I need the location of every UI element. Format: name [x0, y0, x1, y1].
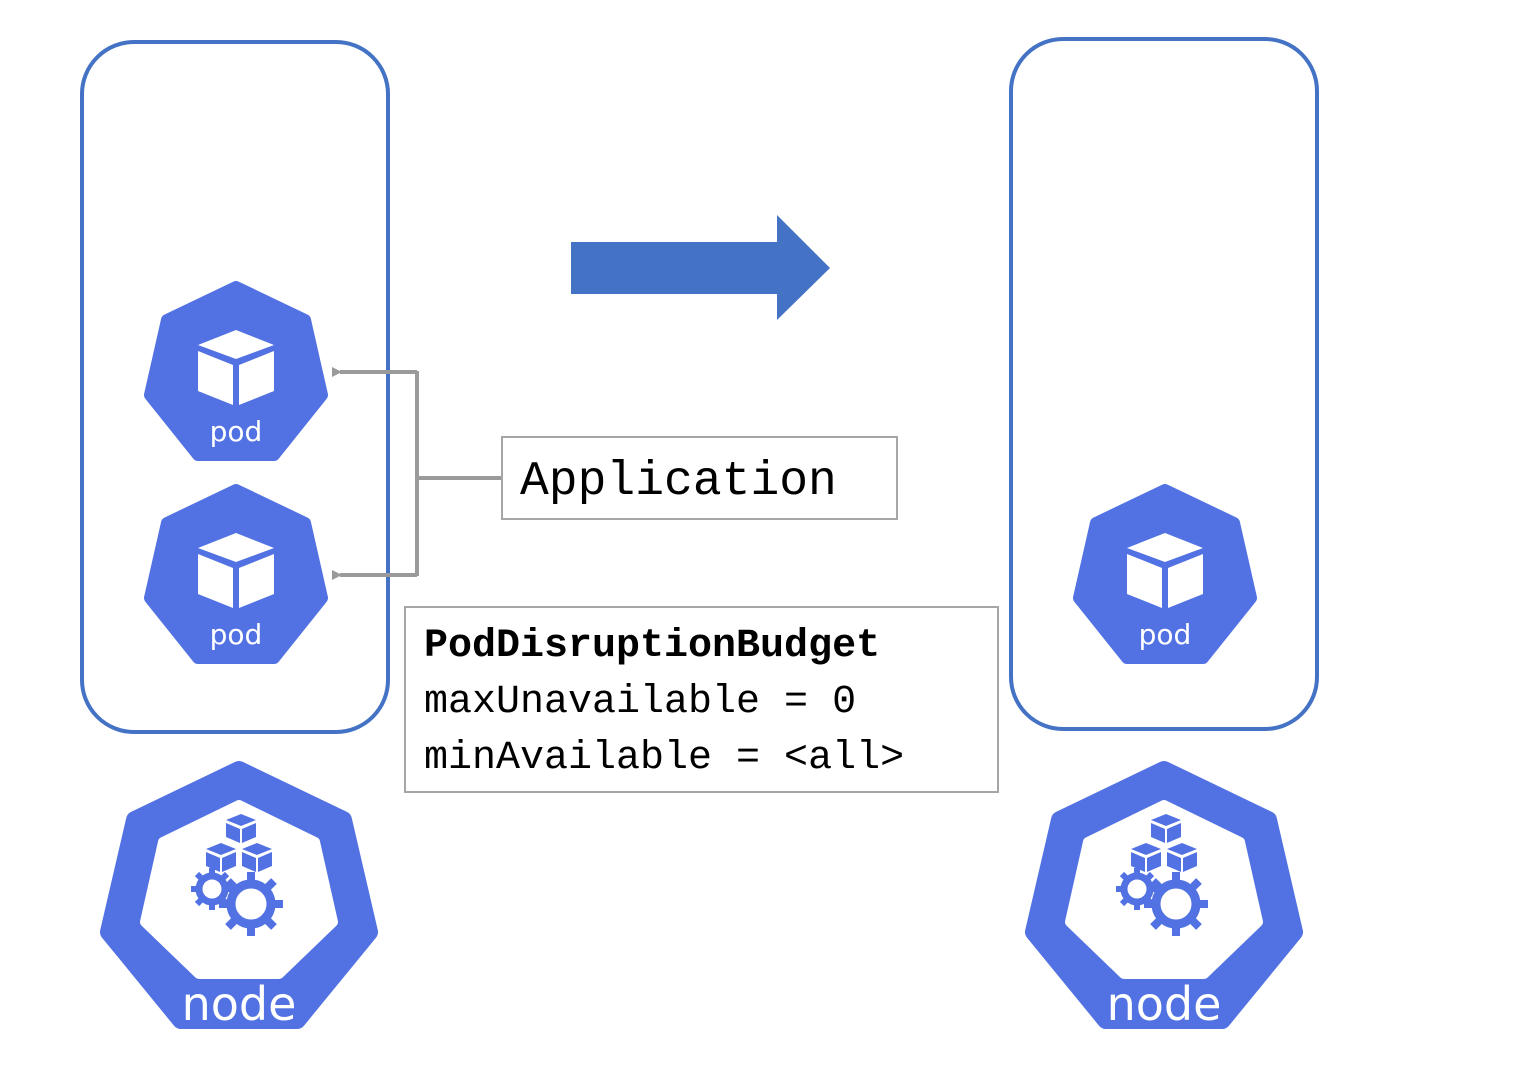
node-label: node: [1107, 977, 1222, 1031]
migration-arrow: [571, 215, 830, 320]
pod-icon-left-top: pod: [150, 287, 322, 455]
left-node-container: [80, 40, 390, 734]
pod-label: pod: [210, 415, 263, 448]
application-box: [501, 436, 898, 520]
pod-label: pod: [210, 618, 263, 651]
pdb-max-unavailable: maxUnavailable = 0: [424, 680, 856, 725]
node-icon-left: node: [109, 770, 369, 1031]
pdb-min-available: minAvailable = <all>: [424, 736, 904, 781]
pdb-title: PodDisruptionBudget: [424, 624, 880, 669]
node-icon-right: node: [1034, 770, 1294, 1031]
right-node-container: [1009, 37, 1319, 731]
pdb-box: [404, 606, 999, 793]
pod-icon-right: pod: [1079, 490, 1251, 658]
pod-label: pod: [1139, 618, 1192, 651]
application-connector: [332, 367, 502, 580]
application-label: Application: [520, 455, 837, 509]
pod-icon-left-bottom: pod: [150, 490, 322, 658]
node-label: node: [182, 977, 297, 1031]
